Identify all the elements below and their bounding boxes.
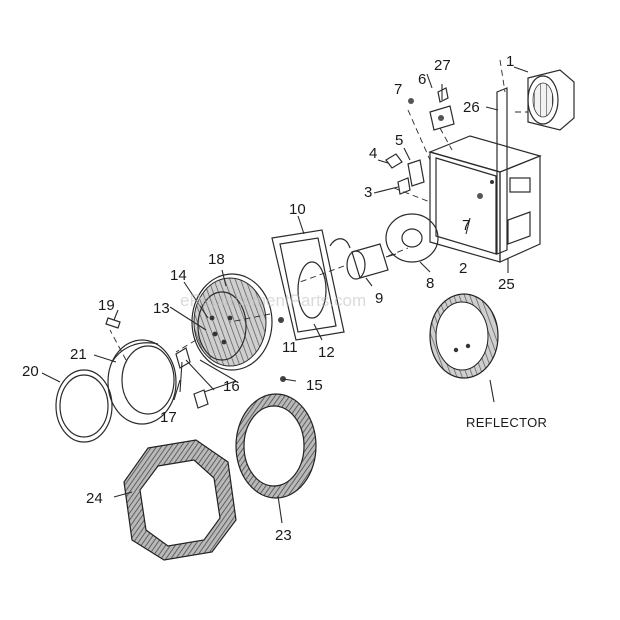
label-part-4: 4 [369,145,377,162]
label-part-13: 13 [153,300,170,317]
label-part-2: 2 [459,260,467,277]
mounting-bracket [496,87,508,255]
label-part-16: 16 [223,378,240,395]
small-hardware [385,87,483,199]
lamp-socket [175,347,215,409]
grille-ring [235,393,317,499]
label-part-11: 11 [282,339,298,356]
label-part-3: 3 [364,184,372,201]
label-part-7-top: 7 [394,81,402,98]
octagon-trim [123,439,237,561]
duct-connector [527,69,575,131]
label-part-1: 1 [506,53,514,70]
label-reflector: REFLECTOR [466,415,547,430]
label-part-25: 25 [498,276,515,293]
label-part-27: 27 [434,57,451,74]
label-part-8: 8 [426,275,434,292]
watermark-text: eReplacementParts.com [180,291,366,310]
motor [329,238,397,280]
label-part-24: 24 [86,490,103,507]
label-part-14: 14 [170,267,187,284]
lens [107,339,177,425]
reflector [429,293,499,379]
assembly-lines [109,59,528,361]
label-part-12: 12 [318,344,335,361]
light-housing [191,273,273,371]
label-part-15: 15 [306,377,323,394]
label-part-17: 17 [160,409,177,426]
label-part-5: 5 [395,132,403,149]
label-part-10: 10 [289,201,306,218]
retaining-ring [55,369,113,443]
label-part-9: 9 [375,290,383,307]
screws [278,317,297,382]
label-part-7-housing: 7 [462,217,470,234]
label-part-21: 21 [70,346,87,363]
label-part-23: 23 [275,527,292,544]
label-part-18: 18 [208,251,225,268]
label-part-6: 6 [418,71,426,88]
mounting-plate [271,229,345,341]
leader-lines [41,66,529,524]
label-part-19: 19 [98,297,115,314]
label-part-20: 20 [22,363,39,380]
label-part-26: 26 [463,99,480,116]
housing-box [428,135,542,263]
spring-clip [105,317,121,329]
blower-wheel [385,213,439,263]
part-labels: 1 2 3 4 5 6 7 7 8 9 10 11 12 13 14 15 16… [22,53,547,544]
